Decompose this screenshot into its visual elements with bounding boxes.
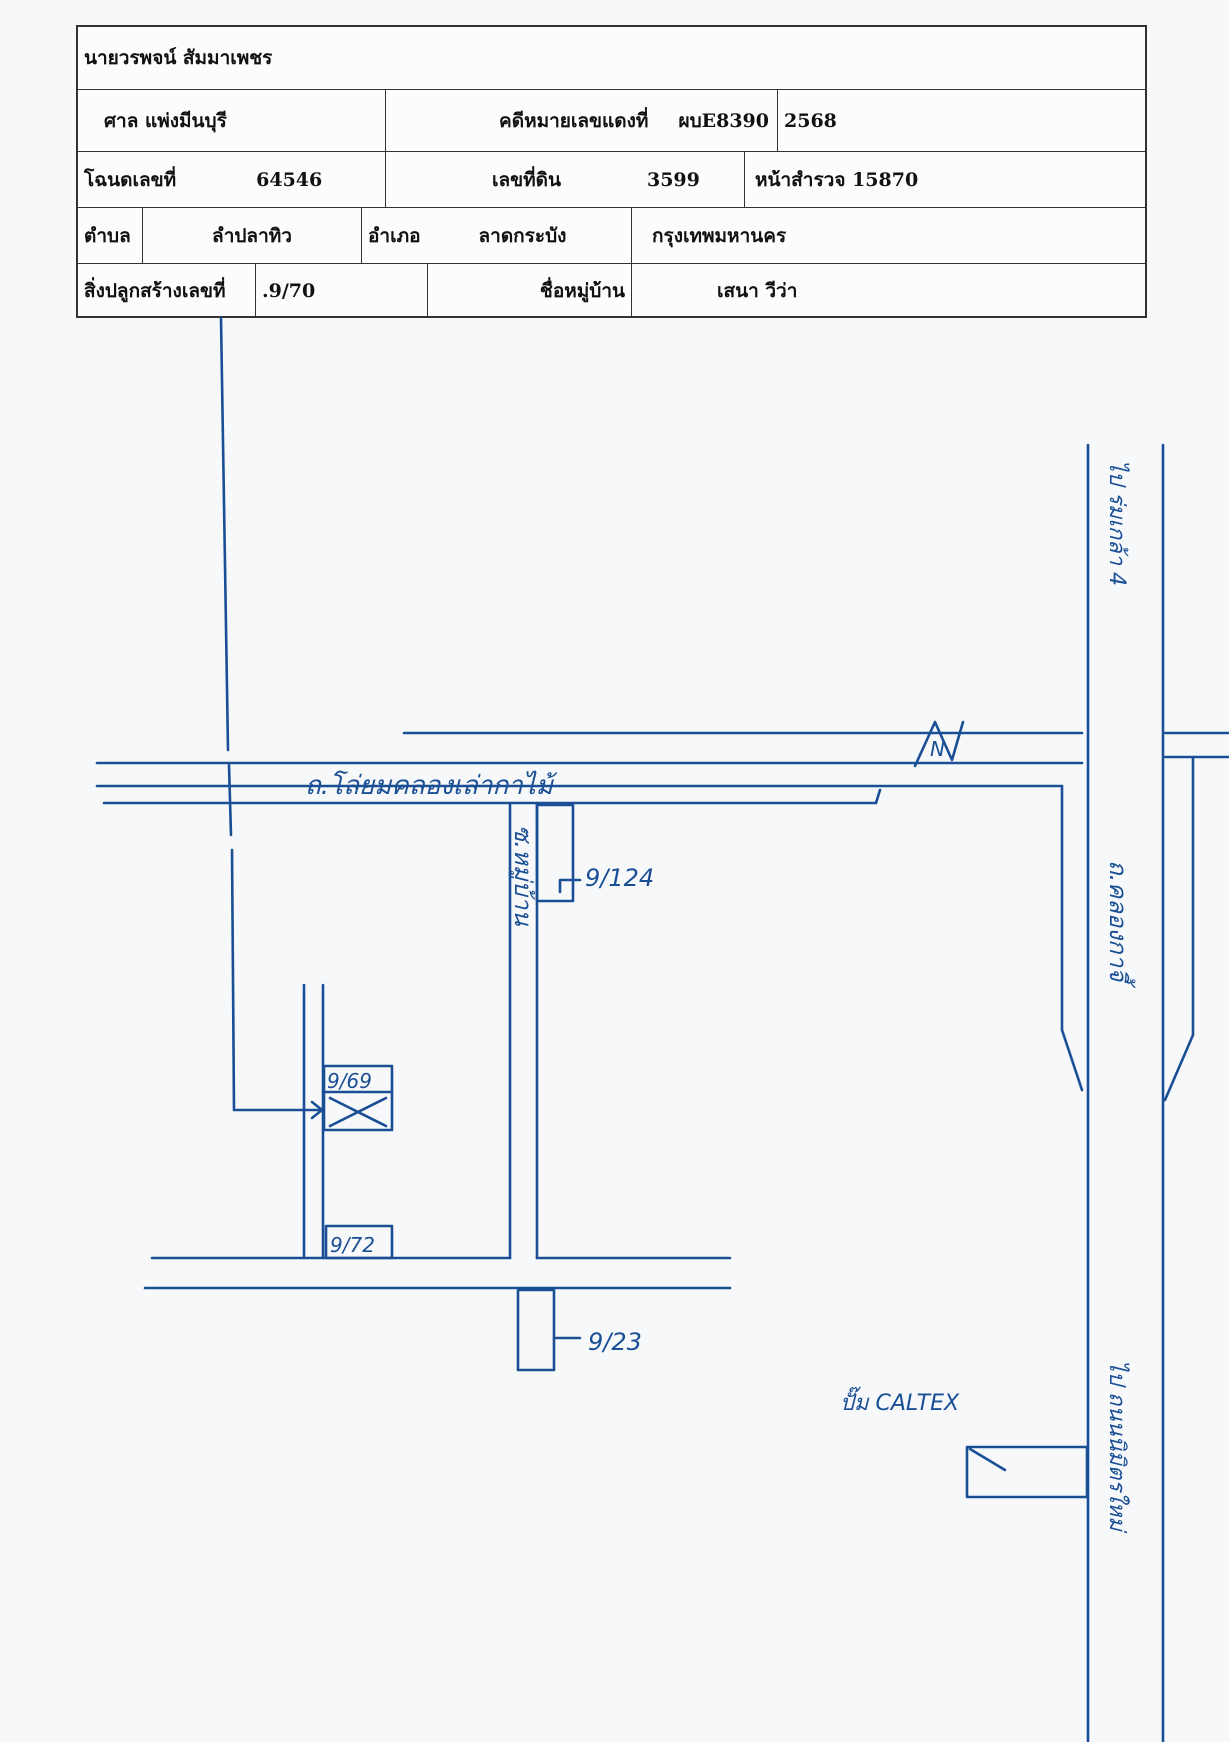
house-near: 9/72 xyxy=(324,1224,394,1260)
property-info-table: นายวรพจน์ สัมมาเพชร ศาล แพ่งมีนบุรี คดีห… xyxy=(76,25,1147,318)
house-near-label: 9/72 xyxy=(330,1233,375,1257)
case-label: คดีหมายเลขแดงที่ xyxy=(499,109,649,132)
row-court: ศาล แพ่งมีนบุรี คดีหมายเลขแดงที่ ผบE8390… xyxy=(78,90,1145,152)
house-124: 9/124 xyxy=(535,803,654,903)
subdistrict: ลำปลาทิว xyxy=(143,208,362,263)
row-owner: นายวรพจน์ สัมมาเพชร xyxy=(78,27,1145,90)
case-year: 2568 xyxy=(784,109,837,132)
survey-page: หน้าสำรวจ 15870 xyxy=(755,168,919,191)
house-124-label: 9/124 xyxy=(585,864,654,892)
house-target: 9/69 xyxy=(322,1064,394,1132)
deed-label: โฉนดเลขที่ xyxy=(84,168,177,191)
lane-label: ซ.หมู่บ้าน xyxy=(508,825,537,926)
deed-number: 64546 xyxy=(256,168,323,191)
landmark-caltex: ปั๊ม CALTEX xyxy=(840,1386,1089,1499)
direction-label-top: ไป ร่มเกล้า 4 xyxy=(1104,460,1130,586)
district-label: อำเภอ xyxy=(368,224,421,247)
main-road-label: ถ.โล่ยมคลองเล่ากาไม้ xyxy=(305,770,558,801)
village-label: ชื่อหมู่บ้าน xyxy=(428,264,632,318)
main-road xyxy=(95,731,1084,1092)
subdistrict-label: ตำบล xyxy=(78,208,143,263)
row-location: ตำบล ลำปลาทิว อำเภอ ลาดกระบัง กรุงเทพมหา… xyxy=(78,208,1145,264)
row-deed: โฉนดเลขที่ 64546 เลขที่ดิน 3599 หน้าสำรว… xyxy=(78,152,1145,208)
building-label: สิ่งปลูกสร้างเลขที่ xyxy=(78,264,256,318)
deed-cell: โฉนดเลขที่ 64546 xyxy=(78,152,386,207)
direction-label-bottom: ไป ถนนนิมิตรใหม่ xyxy=(1104,1360,1130,1534)
district: ลาดกระบัง xyxy=(478,224,567,247)
building-number: .9/70 xyxy=(256,264,428,318)
court-name: ศาล แพ่งมีนบุรี xyxy=(78,90,386,151)
owner-name: นายวรพจน์ สัมมาเพชร xyxy=(84,47,273,69)
house-23: 9/23 xyxy=(516,1288,642,1372)
land-no-cell: เลขที่ดิน 3599 xyxy=(386,152,745,207)
house-23-label: 9/23 xyxy=(588,1328,642,1356)
village-lane xyxy=(143,801,732,1290)
north-arrow: N xyxy=(913,720,965,768)
north-symbol: N xyxy=(930,737,945,761)
land-no: 3599 xyxy=(646,168,700,191)
village-name: เสนา วีว่า xyxy=(717,280,798,302)
province: กรุงเทพมหานคร xyxy=(652,224,787,247)
case-cell: คดีหมายเลขแดงที่ ผบE8390 xyxy=(386,90,778,151)
case-number: ผบE8390 xyxy=(678,109,769,132)
landmark-label: ปั๊ม CALTEX xyxy=(840,1386,960,1416)
district-cell: อำเภอ ลาดกระบัง xyxy=(362,208,632,263)
right-road xyxy=(1086,443,1229,1742)
right-road-label: ถ.คลองกาจี้ xyxy=(1104,860,1136,989)
pointer-arrow xyxy=(219,316,324,1120)
land-no-label: เลขที่ดิน xyxy=(492,168,561,191)
row-building: สิ่งปลูกสร้างเลขที่ .9/70 ชื่อหมู่บ้าน เ… xyxy=(78,264,1145,318)
house-target-label: 9/69 xyxy=(327,1069,372,1093)
